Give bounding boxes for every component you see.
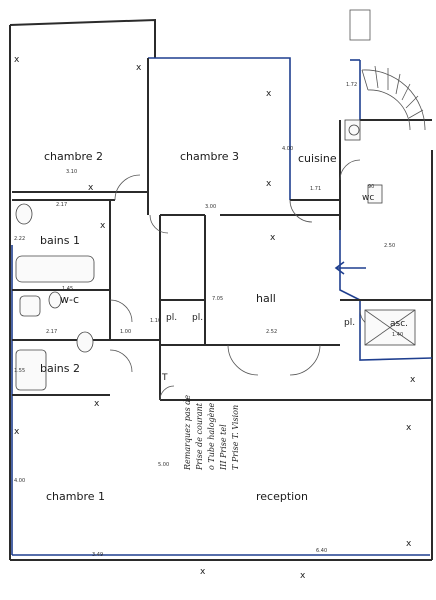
room-wc-2: wc — [362, 193, 374, 203]
dimension-label: 7.05 — [212, 296, 223, 302]
dimension-label: 6.40 — [316, 548, 327, 554]
room-chambre-2: chambre 2 — [44, 150, 103, 163]
dimension-label: 3.10 — [66, 169, 77, 175]
dimension-label: 2.52 — [266, 329, 277, 335]
dimension-label: 2.50 — [384, 243, 395, 249]
legend-title: Remarquez pas de — [183, 395, 192, 471]
dimension-label: 90 — [368, 184, 374, 190]
dimension-label: 3.49 — [92, 552, 103, 558]
room-bains-2: bains 2 — [40, 362, 80, 375]
dimension-label: 2.17 — [46, 329, 57, 335]
dimension-label: 4.00 — [282, 146, 293, 152]
dimension-label: 1.10 — [150, 318, 161, 324]
outlet-mark: x — [406, 539, 412, 549]
outlet-mark: x — [94, 399, 100, 409]
legend-line: III Prise tel — [219, 424, 228, 471]
legend-line: T Prise T. Vision — [231, 405, 240, 470]
staircase — [349, 9, 426, 131]
fixtures — [15, 119, 416, 391]
outlet-mark: x — [200, 567, 206, 577]
outlet-mark: x — [14, 55, 20, 65]
legend-line: Prise de courant — [195, 402, 204, 471]
room-cuisine: cuisine — [298, 152, 337, 165]
room-hall: hall — [256, 292, 276, 305]
dimension-label: 1.71 — [310, 186, 321, 192]
outlet-mark: x — [266, 89, 272, 99]
tv-mark: T — [161, 373, 168, 383]
interior-walls — [12, 58, 432, 401]
dimension-label: 4.00 — [14, 478, 25, 484]
dimension-label: 5.00 — [158, 462, 169, 468]
outlet-mark: x — [266, 179, 272, 189]
outlet-mark: x — [270, 233, 276, 243]
handwritten-legend: Remarquez pas de Prise de courant o Tube… — [183, 395, 240, 471]
dimension-label: 3.00 — [205, 204, 216, 210]
room-ascenseur: asc. — [390, 319, 408, 329]
outlet-mark: x — [136, 63, 142, 73]
dimension-label: 1.45 — [62, 286, 73, 292]
outlet-mark: x — [100, 221, 106, 231]
outlet-mark: x — [410, 375, 416, 385]
room-placard-2: pl. — [192, 313, 203, 323]
outlet-marks: x x x x x x x x x x x x x x T — [14, 55, 416, 581]
outlet-mark: x — [300, 571, 306, 581]
dimension-label: 1.55 — [14, 368, 25, 374]
room-reception: reception — [256, 490, 308, 503]
room-chambre-1: chambre 1 — [46, 490, 105, 503]
hall-arrow — [334, 261, 366, 275]
dimension-label: 1.40 — [392, 332, 403, 338]
dimension-label: 1.72 — [346, 82, 357, 88]
room-placard-3: pl. — [344, 318, 355, 328]
room-wc-1: w-c — [60, 293, 79, 306]
dimension-label: 2.17 — [56, 202, 67, 208]
dimension-label: 2.22 — [14, 236, 25, 242]
exterior-walls — [9, 18, 433, 561]
dimension-label: 1.00 — [120, 329, 131, 335]
outlet-mark: x — [88, 183, 94, 193]
outlet-mark: x — [14, 427, 20, 437]
room-chambre-3: chambre 3 — [180, 150, 239, 163]
legend-line: o Tube halogène — [207, 402, 216, 470]
room-bains-1: bains 1 — [40, 234, 80, 247]
room-placard-1: pl. — [166, 313, 177, 323]
outlet-mark: x — [406, 423, 412, 433]
